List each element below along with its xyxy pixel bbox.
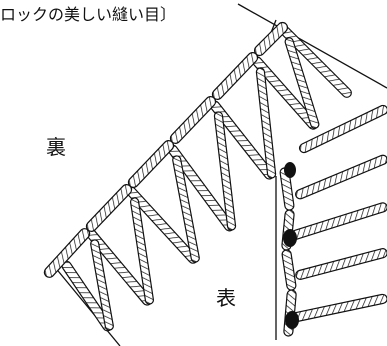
right-loop-thread (295, 248, 387, 280)
edge-thread-segment (127, 140, 175, 188)
fabric-upper-edge-line (237, 3, 387, 89)
needle-knot (283, 229, 297, 247)
cross-thread (90, 239, 114, 331)
cross-thread (129, 197, 155, 305)
needle-knots (283, 162, 299, 329)
cross-thread (284, 37, 320, 129)
edge-thread-segment (211, 52, 259, 100)
right-loop-thread (291, 293, 387, 323)
back-side-label: 裏 (46, 135, 66, 159)
right-loop-thread (291, 202, 387, 240)
edge-thread-segment (169, 96, 217, 144)
front-side-label: 表 (216, 286, 236, 310)
diagram-caption: ロックの美しい縫い目〕 (0, 5, 177, 24)
cross-thread (172, 155, 200, 263)
cross-thread (213, 111, 237, 231)
cross-thread (255, 67, 277, 179)
fabric-lower-edge-line (53, 265, 121, 346)
right-loop-thread (295, 154, 387, 200)
needle-knot (285, 311, 299, 329)
edge-thread-segment (253, 21, 289, 57)
loop-threads (61, 26, 387, 332)
needle-knot (284, 162, 296, 178)
seam-thread-segment (281, 249, 297, 291)
edge-threads (43, 21, 297, 337)
edge-thread-segment (85, 184, 133, 232)
